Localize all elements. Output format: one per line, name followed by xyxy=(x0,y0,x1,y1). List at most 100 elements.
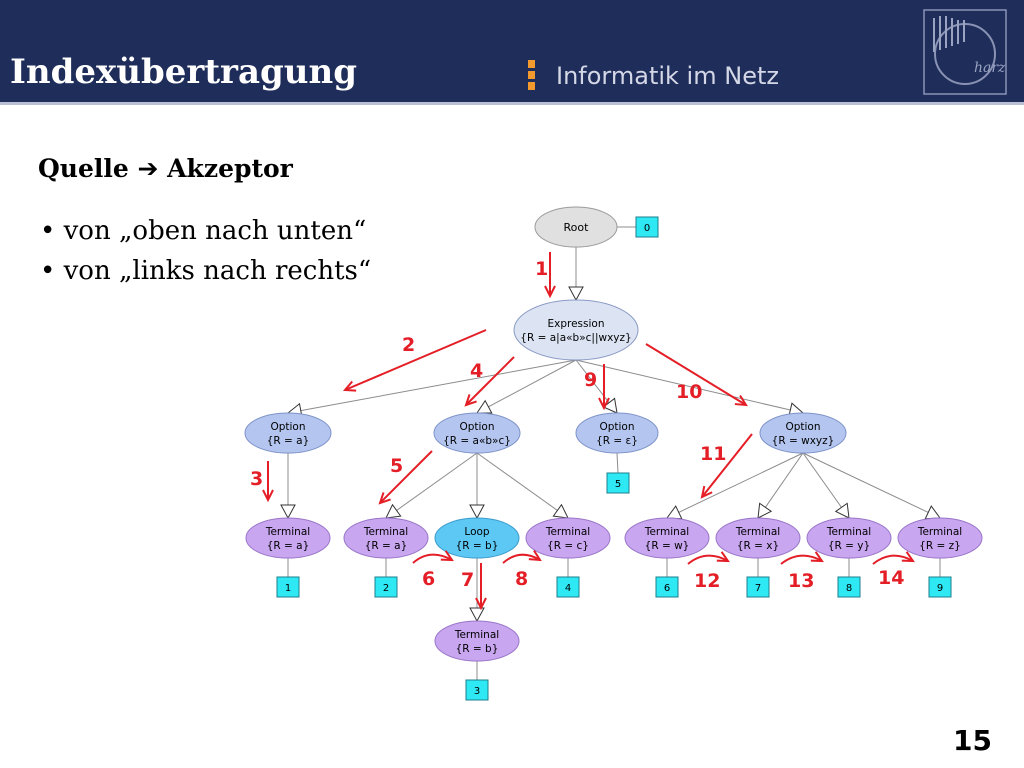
node-type-label: Expression xyxy=(548,318,605,330)
index-label: 6 xyxy=(664,583,670,594)
step-arrowhead-icon xyxy=(464,394,477,407)
edge-arrowhead-icon xyxy=(834,502,850,519)
terminal-node-shape xyxy=(715,517,801,559)
tree-edge xyxy=(488,359,577,408)
node-type-label: Root xyxy=(564,221,590,234)
university-logo: harz xyxy=(923,9,1007,95)
bullet-top-down: • von „oben nach unten“ xyxy=(40,216,367,246)
node-t1: Terminal{R = a} xyxy=(245,517,331,559)
terminal-node-shape xyxy=(806,517,892,559)
node-tw: Terminal{R = w} xyxy=(624,517,710,559)
root-node-shape xyxy=(534,206,618,248)
node-opt1: Option {R = a} xyxy=(244,412,332,454)
step-arrow-line xyxy=(379,450,433,504)
terminal-node-shape xyxy=(897,517,983,559)
node-type-label: Terminal xyxy=(363,526,408,538)
edge-arrowhead-icon xyxy=(385,503,402,519)
node-type-label: Terminal xyxy=(917,526,962,538)
step-number: 1 xyxy=(535,258,548,280)
step-arrow xyxy=(687,551,730,565)
right-arrow-icon: ➔ xyxy=(137,154,159,183)
edge-arrowhead-icon xyxy=(757,502,773,519)
index-label: 0 xyxy=(644,223,650,234)
node-regex-label: {R = c} xyxy=(547,540,589,552)
edge-arrowhead-icon xyxy=(469,607,485,623)
node-regex-label: {R = a} xyxy=(267,540,310,552)
step-number: 7 xyxy=(461,569,474,591)
node-type-label: Terminal xyxy=(454,629,499,641)
option-node-shape xyxy=(433,412,521,454)
step-arrowhead-icon xyxy=(440,550,454,562)
terminal-node-shape xyxy=(343,517,429,559)
index-box xyxy=(374,576,398,598)
step-arrow-line xyxy=(344,329,487,391)
step-arrow xyxy=(544,252,556,299)
node-regex-label: {R = a} xyxy=(365,540,408,552)
node-opt3: Option{R = ε} xyxy=(575,412,659,454)
step-arrow-line xyxy=(465,356,515,406)
index-box xyxy=(837,576,861,598)
step-arrow-curve xyxy=(502,553,541,564)
node-regex-label: {R = w} xyxy=(645,540,690,552)
index-label: 8 xyxy=(846,583,852,594)
node-type-label: Terminal xyxy=(735,526,780,538)
option-node-shape xyxy=(244,412,332,454)
slide-title: Indexübertragung xyxy=(10,52,357,92)
step-arrow-curve xyxy=(872,554,914,565)
step-number: 8 xyxy=(515,568,528,590)
edge-arrowhead-icon xyxy=(280,504,296,520)
node-opt2: Option{R = a«b»c} xyxy=(433,412,521,454)
index-label: 1 xyxy=(285,583,291,594)
terminal-node-shape xyxy=(245,517,331,559)
step-arrowhead-icon xyxy=(901,551,915,563)
index-box xyxy=(635,216,659,238)
option-node-shape xyxy=(575,412,659,454)
step-arrow-line xyxy=(701,433,753,498)
step-arrowhead-icon xyxy=(716,551,730,563)
index-label: 3 xyxy=(474,686,480,697)
tree-edge xyxy=(575,359,791,411)
index-box xyxy=(556,576,580,598)
step-number: 13 xyxy=(788,570,814,592)
node-t2: Terminal {R = a} xyxy=(343,517,429,559)
tree-edge xyxy=(476,452,558,511)
step-arrowhead-icon xyxy=(378,492,391,505)
section-heading: Quelle ➔ Akzeptor xyxy=(38,154,293,183)
index-box xyxy=(276,576,300,598)
index-connector xyxy=(616,452,619,474)
step-arrow-curve xyxy=(780,554,823,565)
step-arrow xyxy=(262,461,274,503)
node-type-label: Loop xyxy=(464,526,490,538)
step-arrow-line xyxy=(645,343,747,406)
node-ty: Terminal{R = y} xyxy=(806,517,892,559)
header-divider xyxy=(0,102,1024,105)
step-arrow xyxy=(464,356,515,407)
step-arrow xyxy=(645,343,748,407)
node-opt4: Option{R = wxyz} xyxy=(759,412,847,454)
node-regex-label: {R = a«b»c} xyxy=(443,435,511,447)
node-type-label: Option xyxy=(785,421,820,433)
header-bar xyxy=(0,0,1024,102)
source-label: Quelle xyxy=(38,154,129,183)
index-label: 4 xyxy=(565,583,571,594)
index-box xyxy=(655,576,679,598)
page-number: 15 xyxy=(953,724,992,757)
step-arrow xyxy=(872,551,915,565)
node-regex-label: {R = a} xyxy=(267,435,310,447)
step-arrow xyxy=(598,364,610,411)
step-arrow-curve xyxy=(687,554,729,565)
node-type-label: Option xyxy=(270,421,305,433)
node-tb: Terminal{R = b} xyxy=(434,620,520,662)
step-number: 5 xyxy=(390,455,403,477)
step-arrowhead-icon xyxy=(262,489,274,503)
terminal-node-shape xyxy=(434,620,520,662)
step-number: 10 xyxy=(676,381,702,403)
tree-edge xyxy=(678,452,804,513)
terminal-node-shape xyxy=(525,517,611,559)
node-regex-label: {R = b} xyxy=(456,540,499,552)
step-number: 2 xyxy=(402,334,415,356)
step-arrowhead-icon xyxy=(810,551,824,563)
